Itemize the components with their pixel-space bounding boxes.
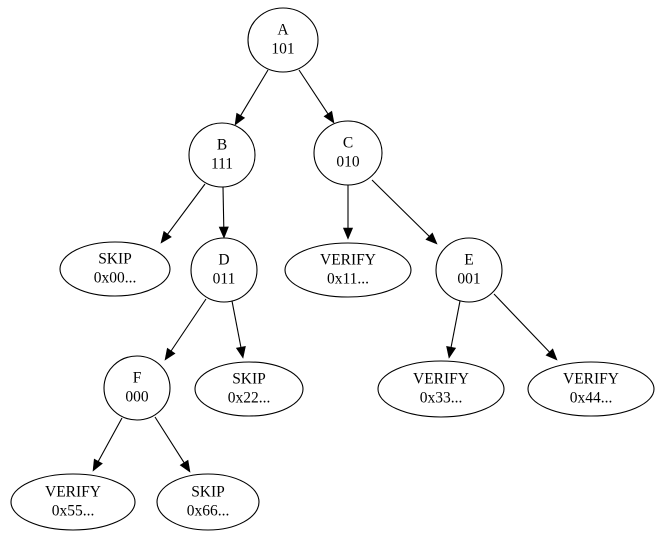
node-label-secondary: 000 (125, 389, 149, 406)
node-label-secondary: 0x66... (187, 503, 230, 520)
node-label-secondary: 111 (211, 156, 233, 173)
node-f[interactable]: F 000 (103, 355, 171, 421)
node-label-primary: SKIP (232, 371, 266, 388)
edge-A-to-B (234, 69, 269, 126)
node-label-primary: VERIFY (45, 484, 101, 501)
node-circle (190, 237, 258, 303)
edge-arrowhead (545, 348, 558, 361)
edge-line (231, 300, 242, 348)
node-label-primary: SKIP (191, 484, 225, 501)
node-label-secondary: 0x33... (420, 390, 463, 407)
node-ellipse (10, 473, 136, 531)
edge-line (450, 300, 461, 348)
node-skip22[interactable]: SKIP 0x22... (194, 361, 304, 417)
edge-B-to-D (218, 186, 229, 239)
node-skip00[interactable]: SKIP 0x00... (59, 241, 171, 297)
node-label-secondary: 0x22... (228, 390, 271, 407)
node-circle (103, 355, 171, 421)
edge-line (222, 186, 225, 228)
node-label-secondary: 001 (457, 271, 480, 288)
node-verify55[interactable]: VERIFY 0x55... (10, 473, 136, 531)
edge-arrowhead (92, 458, 103, 472)
node-label-secondary: 010 (336, 154, 360, 171)
edge-line (170, 298, 207, 352)
edge-line (240, 69, 269, 116)
edge-E-to-VERIFY33 (446, 300, 461, 359)
edge-arrowhead (160, 230, 172, 244)
edge-A-to-C (298, 69, 335, 124)
edge-C-to-VERIFY11 (342, 185, 354, 240)
node-circle (435, 237, 503, 303)
edge-F-to-SKIP66 (154, 416, 191, 473)
node-label-primary: A (277, 22, 289, 39)
edge-E-to-VERIFY44 (493, 293, 558, 361)
node-label-secondary: 0x55... (52, 503, 95, 520)
node-ellipse (156, 473, 260, 531)
node-label-primary: VERIFY (413, 371, 469, 388)
edge-F-to-VERIFY55 (92, 417, 123, 472)
node-c[interactable]: C 010 (313, 120, 383, 186)
node-ellipse (527, 361, 655, 417)
node-circle (247, 7, 319, 73)
edge-C-to-E (371, 179, 438, 245)
edge-line (97, 417, 123, 462)
node-label-secondary: 0x11... (327, 271, 369, 288)
node-verify33[interactable]: VERIFY 0x33... (377, 360, 505, 418)
node-d[interactable]: D 011 (190, 237, 258, 303)
edge-arrowhead (342, 227, 354, 240)
edge-arrowhead (446, 345, 457, 359)
nodes-layer: A101B111C010SKIP0x00...D011VERIFY0x11...… (10, 7, 655, 531)
node-label-primary: D (218, 252, 229, 269)
edge-D-to-F (164, 298, 207, 361)
edge-line (371, 179, 430, 237)
edge-arrowhead (235, 345, 246, 359)
node-label-primary: F (133, 370, 142, 387)
edge-line (298, 69, 329, 115)
edge-line (167, 183, 206, 235)
edge-line (154, 416, 185, 464)
node-label-secondary: 0x00... (94, 270, 137, 287)
edge-arrowhead (218, 226, 229, 239)
node-label-primary: E (464, 252, 473, 269)
node-label-secondary: 011 (213, 271, 236, 288)
node-circle (313, 120, 383, 186)
edge-D-to-SKIP22 (231, 300, 246, 359)
node-verify44[interactable]: VERIFY 0x44... (527, 361, 655, 417)
node-b[interactable]: B 111 (188, 122, 256, 188)
edge-line (493, 293, 550, 353)
edge-arrowhead (179, 459, 191, 473)
node-ellipse (194, 361, 304, 417)
node-label-secondary: 0x44... (570, 390, 613, 407)
node-label-secondary: 101 (271, 41, 294, 58)
node-skip66[interactable]: SKIP 0x66... (156, 473, 260, 531)
edge-arrowhead (323, 110, 335, 124)
edge-arrowhead (425, 232, 438, 245)
node-ellipse (377, 360, 505, 418)
node-ellipse (284, 242, 412, 298)
node-label-primary: C (343, 135, 353, 152)
node-label-primary: SKIP (98, 251, 132, 268)
edges-layer (92, 69, 558, 473)
node-circle (188, 122, 256, 188)
node-a[interactable]: A 101 (247, 7, 319, 73)
node-label-primary: VERIFY (563, 371, 619, 388)
node-label-primary: B (217, 137, 227, 154)
edge-arrowhead (234, 112, 246, 126)
edge-arrowhead (164, 347, 176, 361)
node-verify11[interactable]: VERIFY 0x11... (284, 242, 412, 298)
node-label-primary: VERIFY (320, 252, 376, 269)
node-e[interactable]: E 001 (435, 237, 503, 303)
node-ellipse (59, 241, 171, 297)
edge-B-to-SKIP00 (160, 183, 206, 244)
